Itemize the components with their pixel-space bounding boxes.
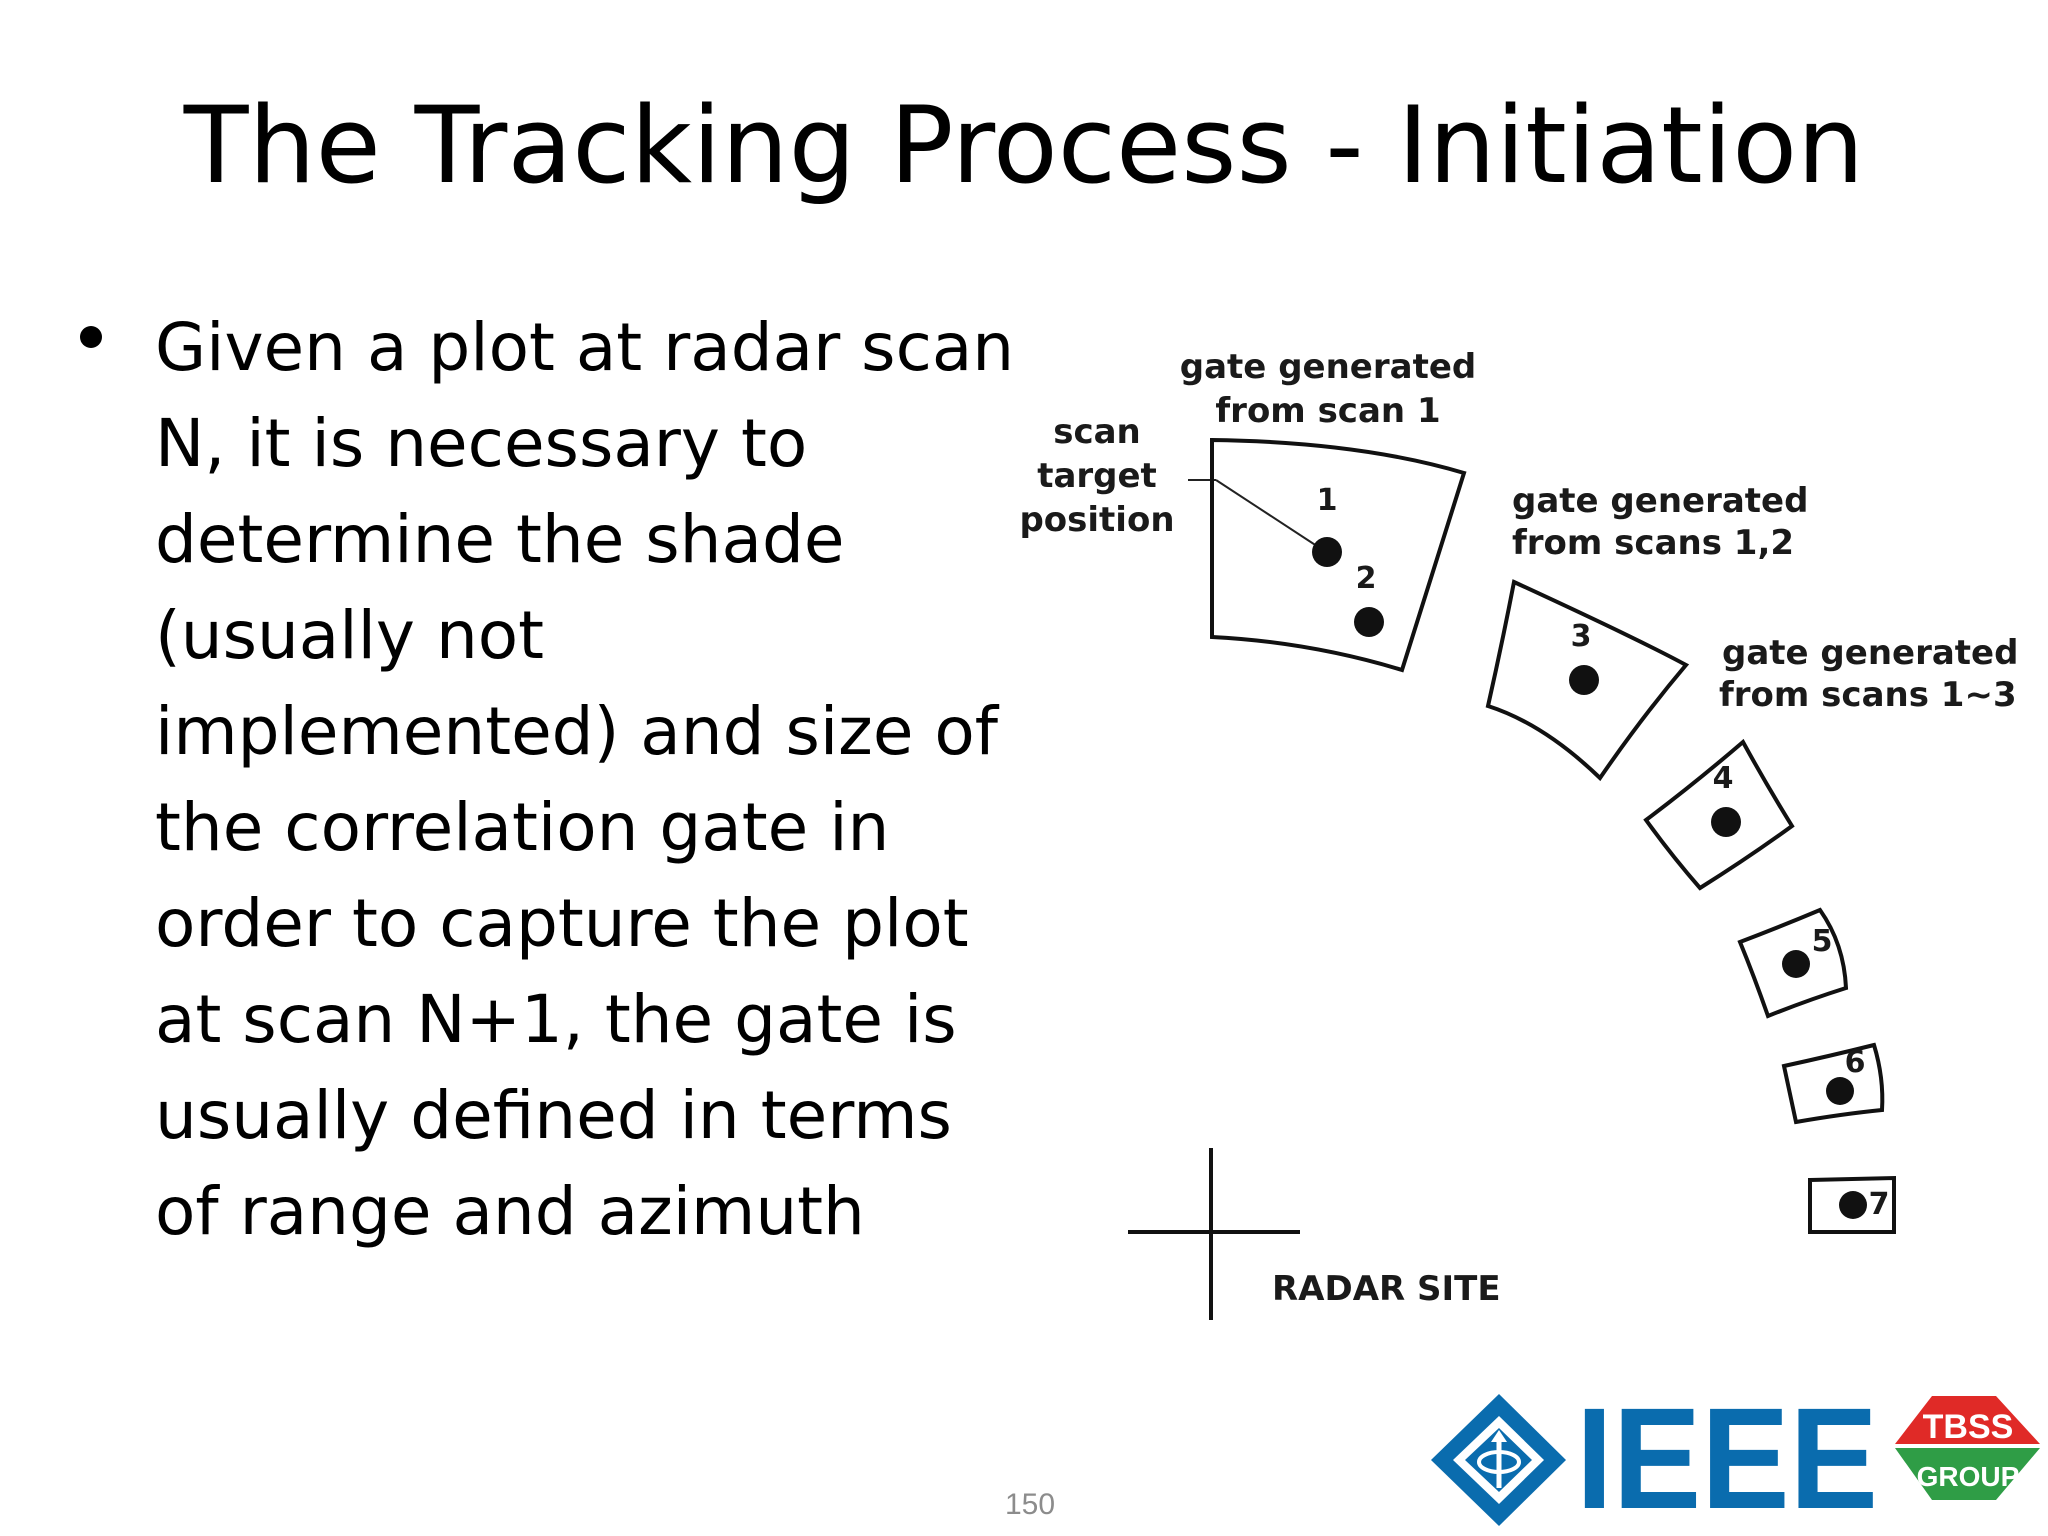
bullet-line: usually defined in terms	[155, 1077, 952, 1154]
bullet-line: implemented) and size of	[155, 693, 999, 770]
bullet-line: determine the shade	[155, 501, 845, 578]
plot-dot-6	[1826, 1077, 1854, 1105]
scan-target-label-line2: target	[1037, 456, 1157, 496]
gate-scans12-label-line2: from scans 1,2	[1512, 523, 1794, 563]
bullet-text: Given a plot at radar scan N, it is nece…	[155, 300, 1055, 1260]
bullet-marker	[80, 326, 102, 348]
bullet-line: N, it is necessary to	[155, 405, 808, 482]
bullet-line: (usually not	[155, 597, 545, 674]
plot-dot-5	[1782, 950, 1810, 978]
gate-scans-1-3	[1643, 738, 1795, 891]
ieee-arrow-head	[1491, 1430, 1507, 1442]
badge-bottom-text: GROUP	[1917, 1461, 2020, 1492]
plot-number-1: 1	[1317, 483, 1338, 518]
gate-scan1-label-line1: gate generated	[1180, 347, 1476, 387]
bullet-line: Given a plot at radar scan	[155, 309, 1015, 386]
bullet-line: order to capture the plot	[155, 885, 969, 962]
bullet-line: the correlation gate in	[155, 789, 890, 866]
gate-scans12-label-line1: gate generated	[1512, 481, 1808, 521]
ieee-logo: IEEE	[1431, 1378, 1878, 1536]
plot-dot-7	[1839, 1191, 1867, 1219]
bullet-line: at scan N+1, the gate is	[155, 981, 957, 1058]
gate-scan-7	[1808, 1175, 1896, 1234]
gate-scans-1-2	[1485, 579, 1690, 782]
plot-number-7: 7	[1869, 1187, 1890, 1222]
bullet-line: of range and azimuth	[155, 1173, 865, 1250]
page-number: 150	[1004, 1488, 1056, 1521]
scan-target-label-line1: scan	[1053, 412, 1141, 452]
ieee-wordmark: IEEE	[1576, 1378, 1878, 1536]
plot-number-3: 3	[1571, 619, 1592, 654]
plot-dot-2	[1354, 607, 1384, 637]
tbss-group-badge: TBSS GROUP	[1895, 1396, 2040, 1500]
gate-scans13-label-line1: gate generated	[1722, 633, 2018, 673]
badge-bottom-shape	[1895, 1448, 2040, 1500]
radar-site-label: RADAR SITE	[1272, 1269, 1501, 1309]
plot-dot-4	[1711, 807, 1741, 837]
plot-dot-1	[1312, 537, 1342, 567]
gate-scan-6	[1781, 1042, 1885, 1125]
gate-scans13-label-line2: from scans 1~3	[1719, 675, 2017, 715]
scan-target-label-line3: position	[1019, 500, 1174, 540]
plot-number-6: 6	[1845, 1045, 1866, 1080]
plot-number-5: 5	[1812, 924, 1833, 959]
gate-scan1-label-line2: from scan 1	[1215, 391, 1440, 431]
plot-number-4: 4	[1713, 761, 1734, 796]
leader-line-to-plot-1	[1215, 479, 1327, 553]
gate-scan-5	[1737, 907, 1849, 1019]
slide-title: The Tracking Process - Initiation	[183, 84, 1865, 207]
badge-top-shape	[1895, 1396, 2040, 1444]
plot-number-2: 2	[1356, 561, 1377, 596]
plot-dot-3	[1569, 665, 1599, 695]
gate-scan-1	[1210, 437, 1467, 673]
badge-top-text: TBSS	[1923, 1408, 2014, 1446]
